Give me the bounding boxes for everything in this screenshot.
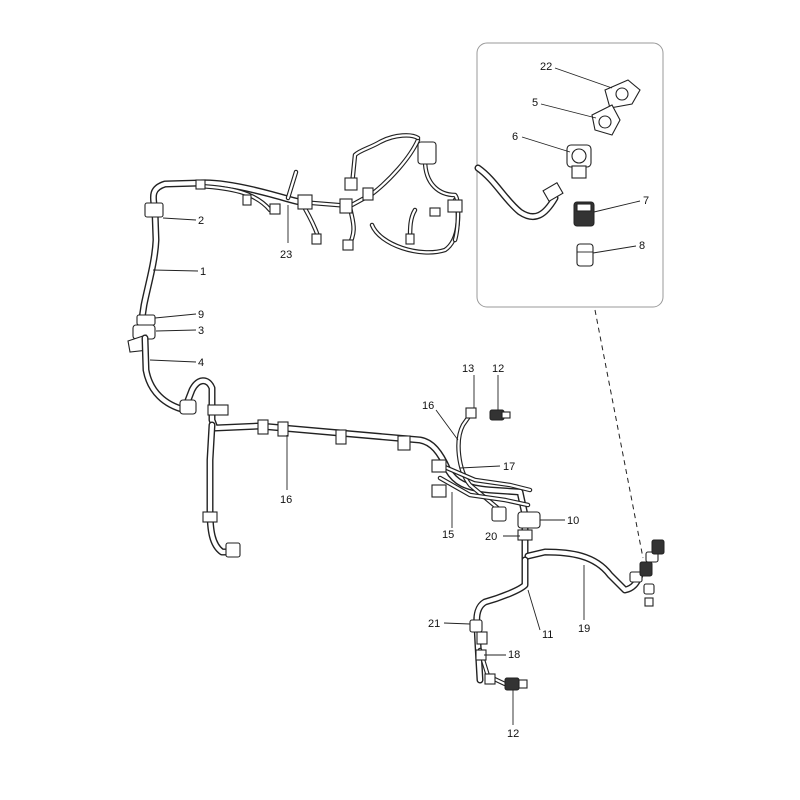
callout-22: 22 <box>540 61 552 73</box>
callout-12-bottom: 12 <box>507 728 519 740</box>
detail-link-line <box>594 309 644 559</box>
callout-11: 11 <box>542 629 553 641</box>
callout-15: 15 <box>442 529 454 541</box>
flange-5 <box>591 104 621 136</box>
right-cluster <box>431 407 541 541</box>
plug-8 <box>576 243 594 267</box>
hose-19-group <box>524 539 665 607</box>
callout-4: 4 <box>198 357 204 369</box>
callout-20: 20 <box>485 531 497 543</box>
callout-1: 1 <box>200 266 206 278</box>
callout-13: 13 <box>462 363 474 375</box>
callout-19: 19 <box>578 623 590 635</box>
callout-21: 21 <box>428 618 440 630</box>
callout-8: 8 <box>639 240 645 252</box>
upper-hose-group <box>137 133 463 329</box>
callout-14: 16 <box>280 494 292 506</box>
fitting-6 <box>566 144 592 179</box>
callout-2: 2 <box>198 215 204 227</box>
callout-6: 6 <box>512 131 518 143</box>
nut-7 <box>573 201 595 227</box>
detail-inset <box>474 42 664 308</box>
callout-9: 9 <box>198 309 204 321</box>
callout-18: 18 <box>508 649 520 661</box>
callout-17: 17 <box>503 461 515 473</box>
flange-22 <box>604 79 641 109</box>
callout-10: 10 <box>567 515 579 527</box>
lower-pipe-group <box>469 556 529 691</box>
callout-16: 16 <box>422 400 434 412</box>
callout-7: 7 <box>643 195 649 207</box>
callout-12-top: 12 <box>492 363 504 375</box>
callout-23: 23 <box>280 249 292 261</box>
callout-5: 5 <box>532 97 538 109</box>
clamp-9-3 <box>127 314 156 353</box>
callout-3: 3 <box>198 325 204 337</box>
